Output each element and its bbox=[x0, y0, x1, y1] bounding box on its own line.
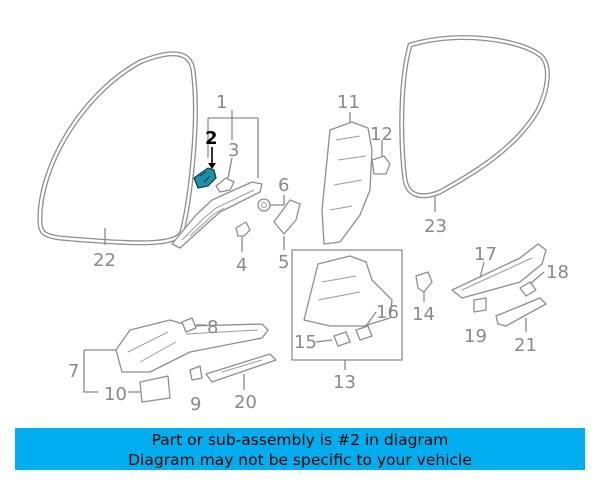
leader-2-arrow bbox=[208, 163, 216, 169]
part-3-clip bbox=[215, 177, 235, 193]
callout-2: 2 bbox=[205, 128, 218, 149]
leader-6 bbox=[270, 195, 285, 206]
callout-11: 11 bbox=[337, 92, 360, 113]
part-20-sill-plate bbox=[205, 353, 277, 383]
part-13-trim bbox=[303, 255, 393, 327]
leader-17 bbox=[479, 261, 485, 279]
part-12-clip bbox=[371, 155, 391, 175]
callout-22: 22 bbox=[93, 250, 116, 271]
callout-13: 13 bbox=[333, 372, 356, 393]
callout-23: 23 bbox=[424, 216, 447, 237]
part-11-b-pillar-trim bbox=[321, 121, 373, 245]
callout-19: 19 bbox=[464, 326, 487, 347]
callout-6: 6 bbox=[278, 175, 289, 196]
part-21-strip bbox=[495, 297, 547, 327]
banner-line-1: Part or sub-assembly is #2 in diagram bbox=[151, 431, 449, 449]
part-16 bbox=[355, 325, 373, 341]
callout-17: 17 bbox=[474, 244, 497, 265]
part-5-bracket bbox=[273, 199, 301, 235]
callout-7: 7 bbox=[68, 361, 79, 382]
leader-3 bbox=[227, 157, 233, 179]
part-1-pillar-trim bbox=[171, 181, 263, 249]
leader-18 bbox=[529, 271, 545, 285]
callout-9: 9 bbox=[190, 394, 201, 415]
part-6-grommet bbox=[257, 198, 271, 212]
callout-4: 4 bbox=[236, 255, 247, 276]
part-17-trim bbox=[451, 243, 547, 299]
callout-10: 10 bbox=[104, 384, 127, 405]
part-7-rocker-trim bbox=[115, 319, 269, 373]
parts-diagram: 1 2 3 4 5 6 7 8 9 10 11 12 13 14 15 16 1… bbox=[37, 35, 569, 415]
part-9 bbox=[189, 365, 203, 381]
leader-1 bbox=[207, 110, 259, 178]
callout-1: 1 bbox=[216, 92, 227, 113]
leader-16 bbox=[365, 311, 377, 327]
callout-21: 21 bbox=[514, 335, 537, 356]
part-8 bbox=[181, 317, 197, 333]
callout-12: 12 bbox=[370, 124, 393, 145]
part-18 bbox=[519, 281, 537, 297]
callout-15: 15 bbox=[294, 332, 317, 353]
part-2-highlighted bbox=[193, 167, 217, 189]
leader-7 bbox=[83, 349, 116, 393]
part-23-weatherstrip-rear bbox=[399, 35, 550, 199]
part-15 bbox=[333, 331, 351, 347]
callout-14: 14 bbox=[412, 304, 435, 325]
part-10-cover bbox=[139, 375, 171, 403]
part-13-box bbox=[291, 249, 403, 361]
banner-line-2: Diagram may not be specific to your vehi… bbox=[128, 451, 472, 469]
callout-18: 18 bbox=[546, 262, 569, 283]
callout-3: 3 bbox=[228, 140, 239, 161]
info-banner: Part or sub-assembly is #2 in diagram Di… bbox=[15, 428, 585, 470]
part-19 bbox=[473, 297, 487, 313]
part-4-clip bbox=[235, 221, 251, 237]
part-14 bbox=[415, 271, 433, 293]
callout-5: 5 bbox=[278, 252, 289, 273]
callout-8: 8 bbox=[207, 317, 218, 338]
leader-15 bbox=[315, 339, 333, 343]
callout-16: 16 bbox=[376, 302, 399, 323]
part-22-weatherstrip-front bbox=[37, 51, 198, 246]
callout-20: 20 bbox=[234, 392, 257, 413]
